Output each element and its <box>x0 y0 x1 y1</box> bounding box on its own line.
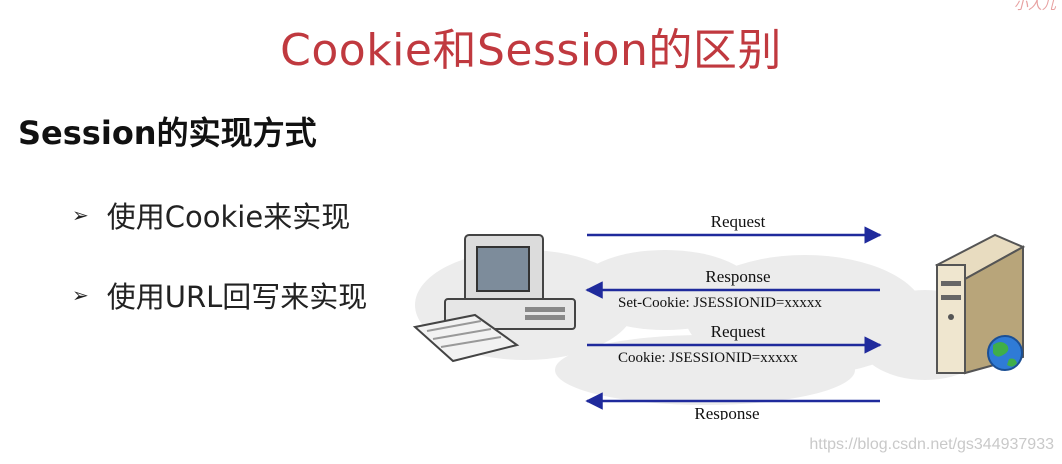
response-label: Response <box>705 267 770 286</box>
bullet-text: 使用Cookie来实现 <box>106 200 351 234</box>
bullet-cookie: ➢ 使用Cookie来实现 <box>72 194 350 236</box>
globe-icon <box>987 335 1023 371</box>
client-computer-icon <box>412 234 576 363</box>
response-label: Response <box>694 404 759 420</box>
request-label: Request <box>711 322 766 341</box>
cookie-label: Cookie: JSESSIONID=xxxxx <box>618 350 798 366</box>
top-mark: 小人儿 <box>1014 0 1056 13</box>
diagram-canvas: Request Response Set-Cookie: JSESSIONID=… <box>412 212 1026 420</box>
page-title: Cookie和Session的区别 <box>280 25 782 76</box>
message-arrows <box>585 226 882 410</box>
bullet-arrow-icon: ➢ <box>72 283 89 307</box>
request-label: Request <box>711 212 766 231</box>
section-subtitle: Session的实现方式 <box>18 114 317 152</box>
watermark: https://blog.csdn.net/gs344937933 <box>809 436 1054 453</box>
bullet-text: 使用URL回写来实现 <box>106 280 368 314</box>
bullet-arrow-icon: ➢ <box>72 203 89 227</box>
bullet-url: ➢ 使用URL回写来实现 <box>72 274 367 316</box>
set-cookie-label: Set-Cookie: JSESSIONID=xxxxx <box>618 295 822 311</box>
session-diagram: Request Response Set-Cookie: JSESSIONID=… <box>405 195 1062 420</box>
